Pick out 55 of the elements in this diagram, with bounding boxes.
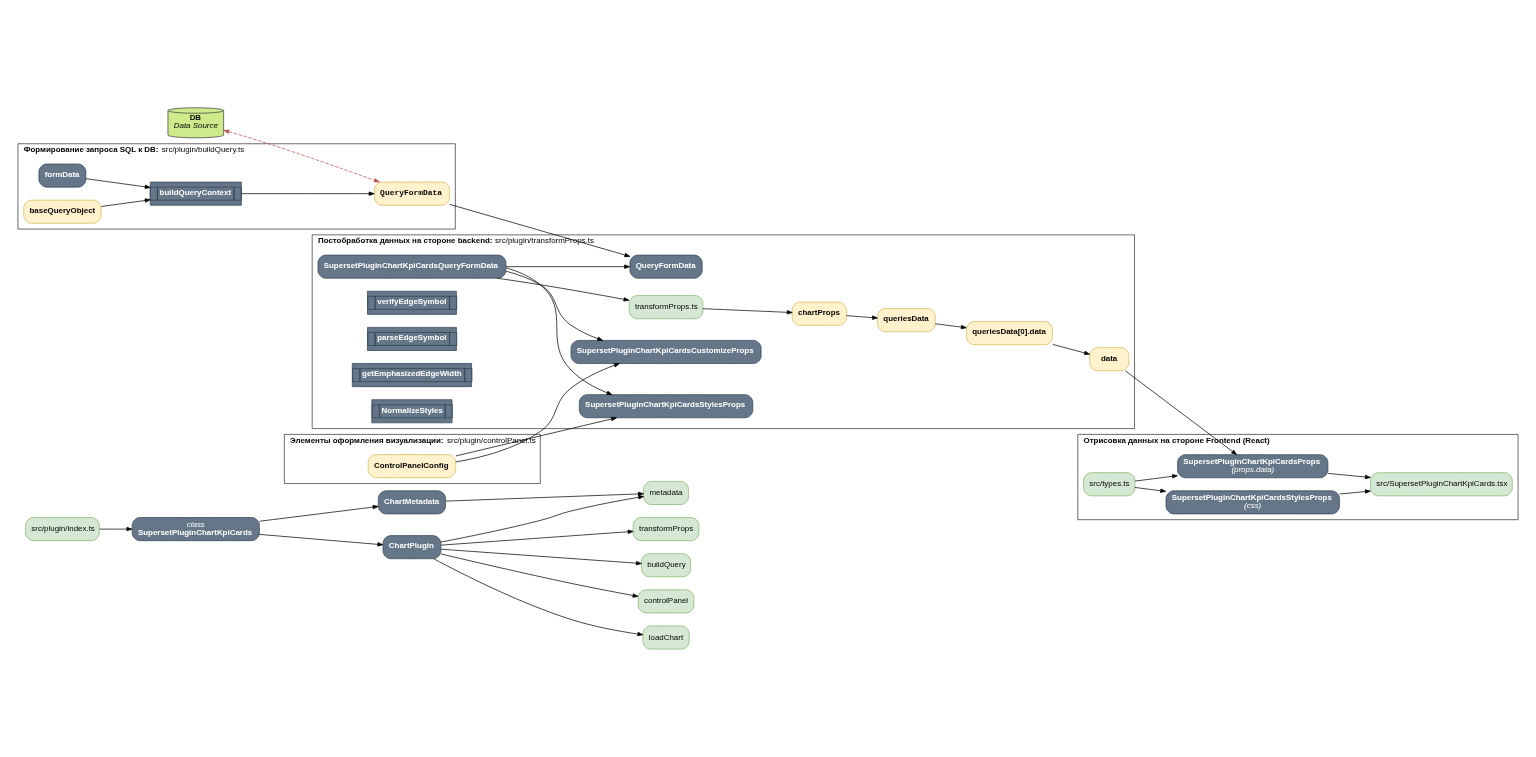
node-box: src/SupersetPluginChartKpiCards.tsx	[1370, 472, 1513, 497]
arrow	[505, 264, 630, 269]
node-box: loadChart	[642, 625, 690, 650]
arrow	[1125, 370, 1237, 455]
node-box: ChartMetadata	[377, 490, 446, 515]
arrow	[455, 416, 617, 457]
node-box: QueryFormData	[629, 254, 703, 279]
arrow	[1052, 344, 1090, 355]
node-box: src/types.ts	[1083, 472, 1136, 497]
arrow	[85, 178, 151, 189]
arrow	[505, 267, 613, 395]
node-box: queriesData[0].data	[966, 321, 1053, 346]
node-box: transformProps	[632, 517, 700, 542]
arrow	[935, 323, 967, 330]
node-box: metadata	[643, 481, 689, 505]
node-box: chartProps	[791, 301, 847, 326]
node-box: class SupersetPluginChartKpiCards	[131, 517, 260, 542]
node-box: queriesData	[877, 308, 936, 333]
node-box: buildQuery	[641, 553, 691, 578]
arrow	[100, 198, 151, 207]
node-box: ControlPanelConfig	[367, 454, 457, 479]
node-box: baseQueryObject	[23, 199, 102, 224]
node-box: src/plugin/index.ts	[25, 517, 100, 542]
arrow	[433, 558, 644, 637]
node-box: formData	[38, 163, 87, 188]
arrow	[702, 308, 793, 315]
node-box: SupersetPluginChartKpiCardsStylesProps	[578, 394, 754, 419]
node-box: ChartPlugin	[382, 535, 442, 560]
arrow	[445, 491, 644, 502]
arrow	[1134, 487, 1167, 493]
arrow	[241, 191, 375, 196]
arrow	[1327, 473, 1371, 480]
arrow	[440, 495, 644, 543]
arrow	[1339, 489, 1371, 495]
arrow	[1134, 474, 1178, 482]
node-box: SupersetPluginChartKpiCardsCustomizeProps	[570, 340, 762, 364]
arrow	[440, 529, 634, 546]
node-box: transformProps.ts	[628, 295, 704, 320]
node-box: SupersetPluginChartKpiCardsStylesProps (css)	[1165, 490, 1340, 515]
arrow	[497, 277, 630, 302]
arrow	[440, 548, 642, 566]
arrow	[455, 363, 620, 463]
arrow	[259, 504, 379, 522]
arrow	[259, 534, 384, 547]
node-box: SupersetPluginChartKpiCardsProps (props.data)	[1177, 454, 1329, 479]
arrow	[440, 553, 639, 598]
node-box: data	[1089, 347, 1130, 372]
node-box: QueryFormData	[374, 181, 450, 206]
arrow	[99, 526, 133, 532]
arrow	[449, 204, 631, 258]
node-box: controlPanel	[637, 589, 695, 614]
node-box: SupersetPluginChartKpiCardsQueryFormData	[317, 254, 507, 279]
arrow	[505, 270, 603, 341]
arrow	[223, 129, 380, 183]
arrow	[846, 315, 878, 320]
